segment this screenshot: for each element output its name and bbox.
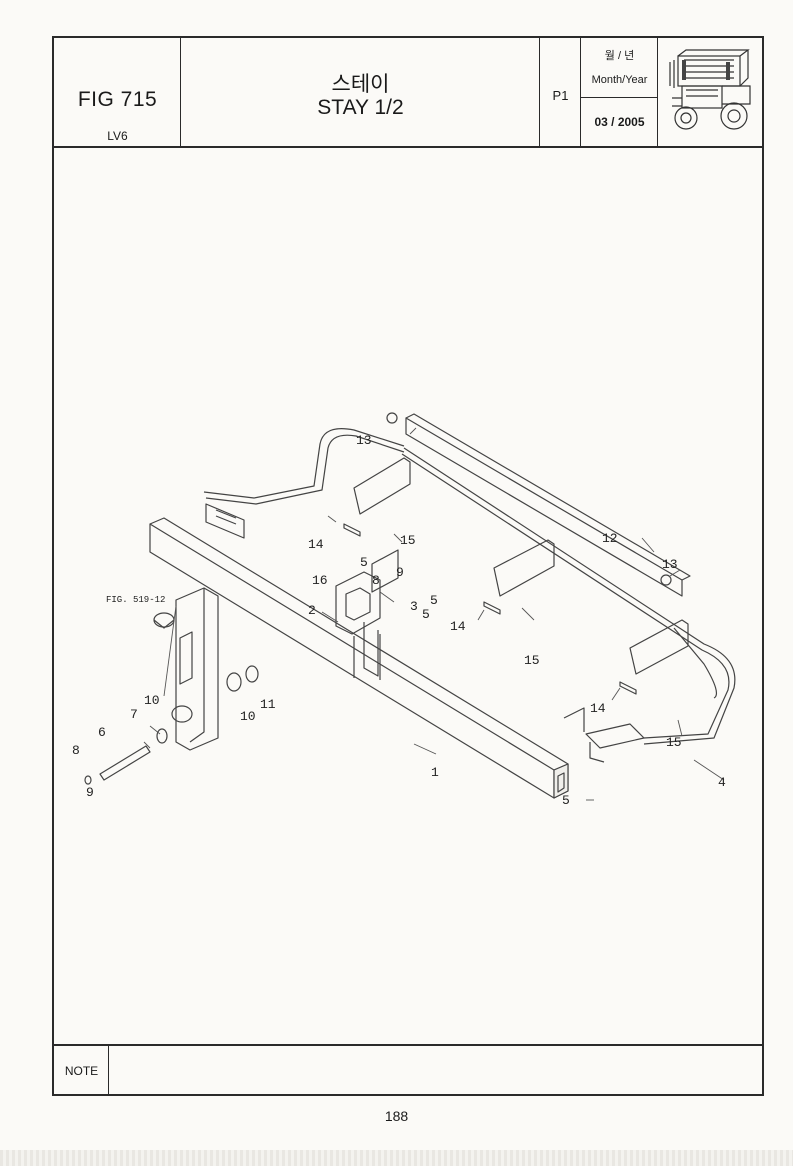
callout-2: 2 — [308, 603, 316, 618]
callout-5c: 5 — [430, 593, 438, 608]
callout-14c: 14 — [590, 701, 606, 716]
figure-cell: FIG 715 LV6 — [54, 38, 181, 146]
note-label-cell: NOTE — [54, 1046, 109, 1094]
page-frame: FIG 715 LV6 스테이 STAY 1/2 P1 월 / 년 Month/… — [52, 36, 764, 1096]
callout-9b: 9 — [396, 565, 404, 580]
callout-13a: 13 — [356, 433, 372, 448]
pin-and-washers — [84, 665, 259, 785]
callout-13b: 13 — [662, 557, 678, 572]
title-cell: 스테이 STAY 1/2 — [181, 38, 540, 146]
callout-14b: 14 — [450, 619, 466, 634]
title-block: FIG 715 LV6 스테이 STAY 1/2 P1 월 / 년 Month/… — [54, 38, 762, 148]
callout-3: 3 — [410, 599, 418, 614]
callout-15a: 15 — [400, 533, 416, 548]
figure-reference: FIG. 519-12 — [106, 595, 165, 605]
callout-6: 6 — [98, 725, 106, 740]
callout-9a: 9 — [86, 785, 94, 800]
bent-rod-part — [203, 428, 736, 745]
end-plate-right — [563, 707, 645, 763]
title-english: STAY 1/2 — [317, 96, 404, 119]
machine-thumbnail-icon — [669, 49, 751, 130]
page-code: P1 — [552, 88, 569, 103]
page-number: 188 — [384, 1108, 409, 1124]
date-cell: 월 / 년 Month/Year 03 / 2005 — [581, 38, 658, 146]
frame-rail-part — [405, 413, 691, 597]
date-label-english: Month/Year — [591, 74, 648, 86]
callout-15c: 15 — [666, 735, 682, 750]
callout-11: 11 — [260, 697, 276, 712]
callout-1: 1 — [431, 765, 439, 780]
callout-8b: 8 — [372, 573, 380, 588]
callout-4: 4 — [718, 775, 726, 790]
callout-12: 12 — [602, 531, 618, 546]
scan-edge — [0, 1150, 793, 1166]
title-korean: 스테이 — [331, 73, 390, 96]
callout-5a: 5 — [360, 555, 368, 570]
callout-16: 16 — [312, 573, 328, 588]
square-tube-part — [149, 517, 569, 799]
end-plate-left — [205, 503, 245, 539]
model-code: LV6 — [107, 129, 128, 143]
note-row: NOTE — [54, 1044, 762, 1094]
callout-14a: 14 — [308, 537, 324, 552]
callout-10a: 10 — [144, 693, 160, 708]
thumbnail-cell — [658, 38, 762, 146]
holder-assembly — [335, 549, 399, 680]
pivot-bracket — [153, 587, 219, 751]
callout-7: 7 — [130, 707, 138, 722]
page-code-cell: P1 — [540, 38, 581, 146]
callout-10b: 10 — [240, 709, 256, 724]
callout-8a: 8 — [72, 743, 80, 758]
figure-number: FIG 715 — [77, 88, 158, 111]
date-value: 03 / 2005 — [594, 115, 645, 129]
note-label: NOTE — [64, 1064, 99, 1078]
date-label-box: 월 / 년 Month/Year — [581, 38, 658, 98]
date-label-korean: 월 / 년 — [604, 50, 635, 62]
brackets — [343, 457, 689, 695]
callout-5d: 5 — [562, 793, 570, 808]
callout-15b: 15 — [524, 653, 540, 668]
callout-5b: 5 — [422, 607, 430, 622]
exploded-parts-diagram: 1 2 3 4 5 5 5 5 6 7 8 8 9 9 10 10 11 12 … — [72, 412, 736, 808]
